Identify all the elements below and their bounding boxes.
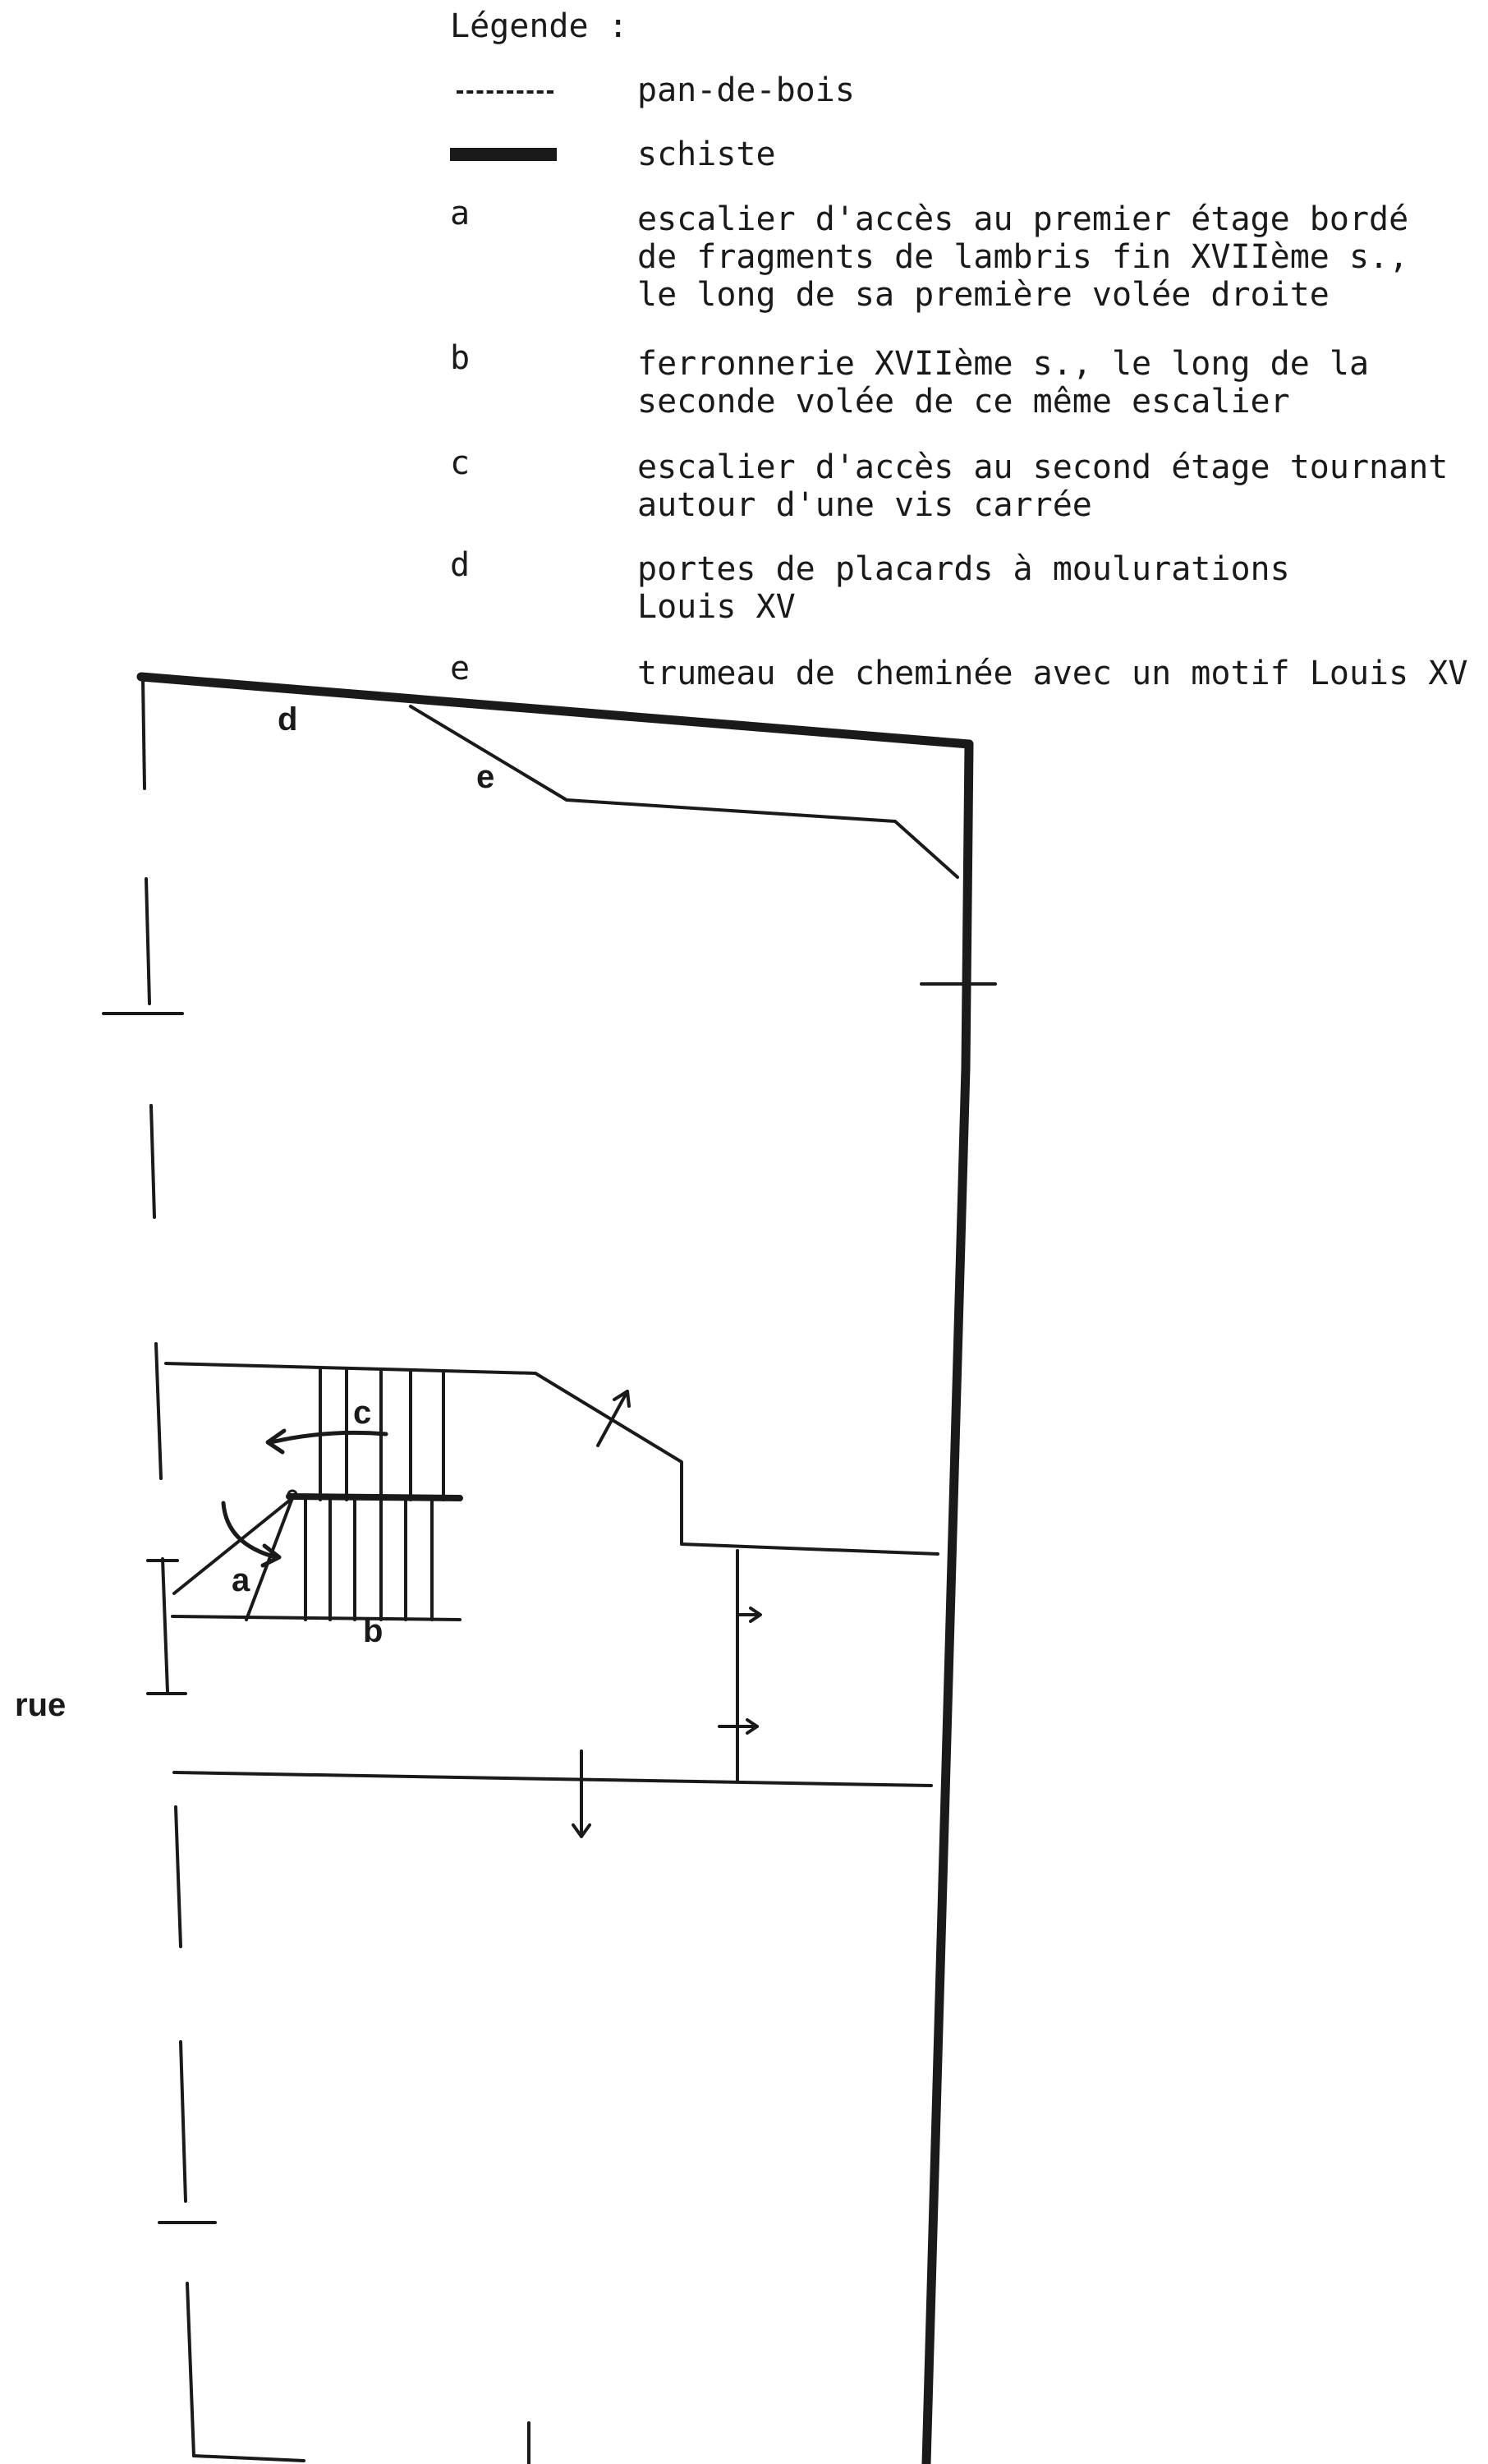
door-arrow-stair — [596, 1390, 629, 1447]
legend-key-c: c — [450, 444, 471, 482]
plan-label-b: b — [363, 1613, 383, 1649]
legend-item-b: ferronnerie XVIIème s., le long de la se… — [637, 345, 1370, 421]
pan-de-bois-wall-left-1 — [141, 677, 146, 790]
legend-item-pan-de-bois: pan-de-bois — [637, 71, 855, 109]
legend-key-d: d — [450, 546, 471, 584]
legend-item-schiste: schiste — [637, 136, 776, 173]
arrowhead-right-1 — [749, 1607, 762, 1623]
pan-de-bois-wall-left-2 — [145, 877, 151, 1005]
legend-title: Légende : — [450, 7, 628, 45]
legend-swatch-dashed — [457, 90, 553, 94]
stair-a-direction-arrow — [221, 1501, 278, 1560]
pan-de-bois-wall-left-4 — [154, 1342, 163, 1480]
schiste-wall-top — [136, 672, 974, 749]
arrowhead-right-2 — [746, 1718, 759, 1735]
legend-key-e: e — [450, 650, 471, 687]
chimney-breast-e — [409, 705, 959, 879]
stair-a-diagonal-1 — [172, 1496, 294, 1595]
schiste-wall-right — [921, 739, 974, 2464]
ferronnerie-b-rail — [286, 1493, 463, 1501]
plan-label-c: c — [353, 1395, 372, 1431]
partition-horizontal — [172, 1771, 933, 1787]
stair-a-arrowhead — [260, 1543, 282, 1568]
legend-item-d: portes de placards à moulurations Louis … — [637, 550, 1290, 626]
pan-de-bois-wall-left-3 — [149, 1104, 156, 1219]
partition-stair-top — [164, 1362, 939, 1556]
legend-swatch-solid — [450, 148, 557, 161]
arrowhead-down — [572, 1823, 591, 1838]
stair-c-arrowhead — [265, 1428, 287, 1455]
legend-key-b: b — [450, 339, 471, 377]
pan-de-bois-wall-left-7 — [179, 2040, 187, 2203]
stair-a-bottom — [171, 1615, 462, 1621]
plan-label-d: d — [278, 701, 298, 738]
legend-key-a: a — [450, 195, 471, 232]
arrowhead-stair — [613, 1390, 631, 1408]
legend-item-c: escalier d'accès au second étage tournan… — [637, 448, 1449, 524]
pan-de-bois-wall-left-5 — [161, 1557, 169, 1694]
stair-a-diagonal-2 — [245, 1496, 294, 1621]
plan-label-a: a — [232, 1562, 250, 1598]
pan-de-bois-wall-bottom — [192, 2454, 305, 2462]
legend-item-e: trumeau de cheminée avec un motif Louis … — [637, 655, 1468, 692]
legend-item-a: escalier d'accès au premier étage bordé … — [637, 200, 1409, 314]
plan-label-e: e — [476, 759, 495, 795]
stair-c-direction-arrow — [269, 1430, 388, 1445]
plan-label-street: rue — [15, 1687, 67, 1723]
pan-de-bois-wall-left-6 — [174, 1805, 182, 1948]
pan-de-bois-wall-left-8 — [186, 2282, 195, 2457]
